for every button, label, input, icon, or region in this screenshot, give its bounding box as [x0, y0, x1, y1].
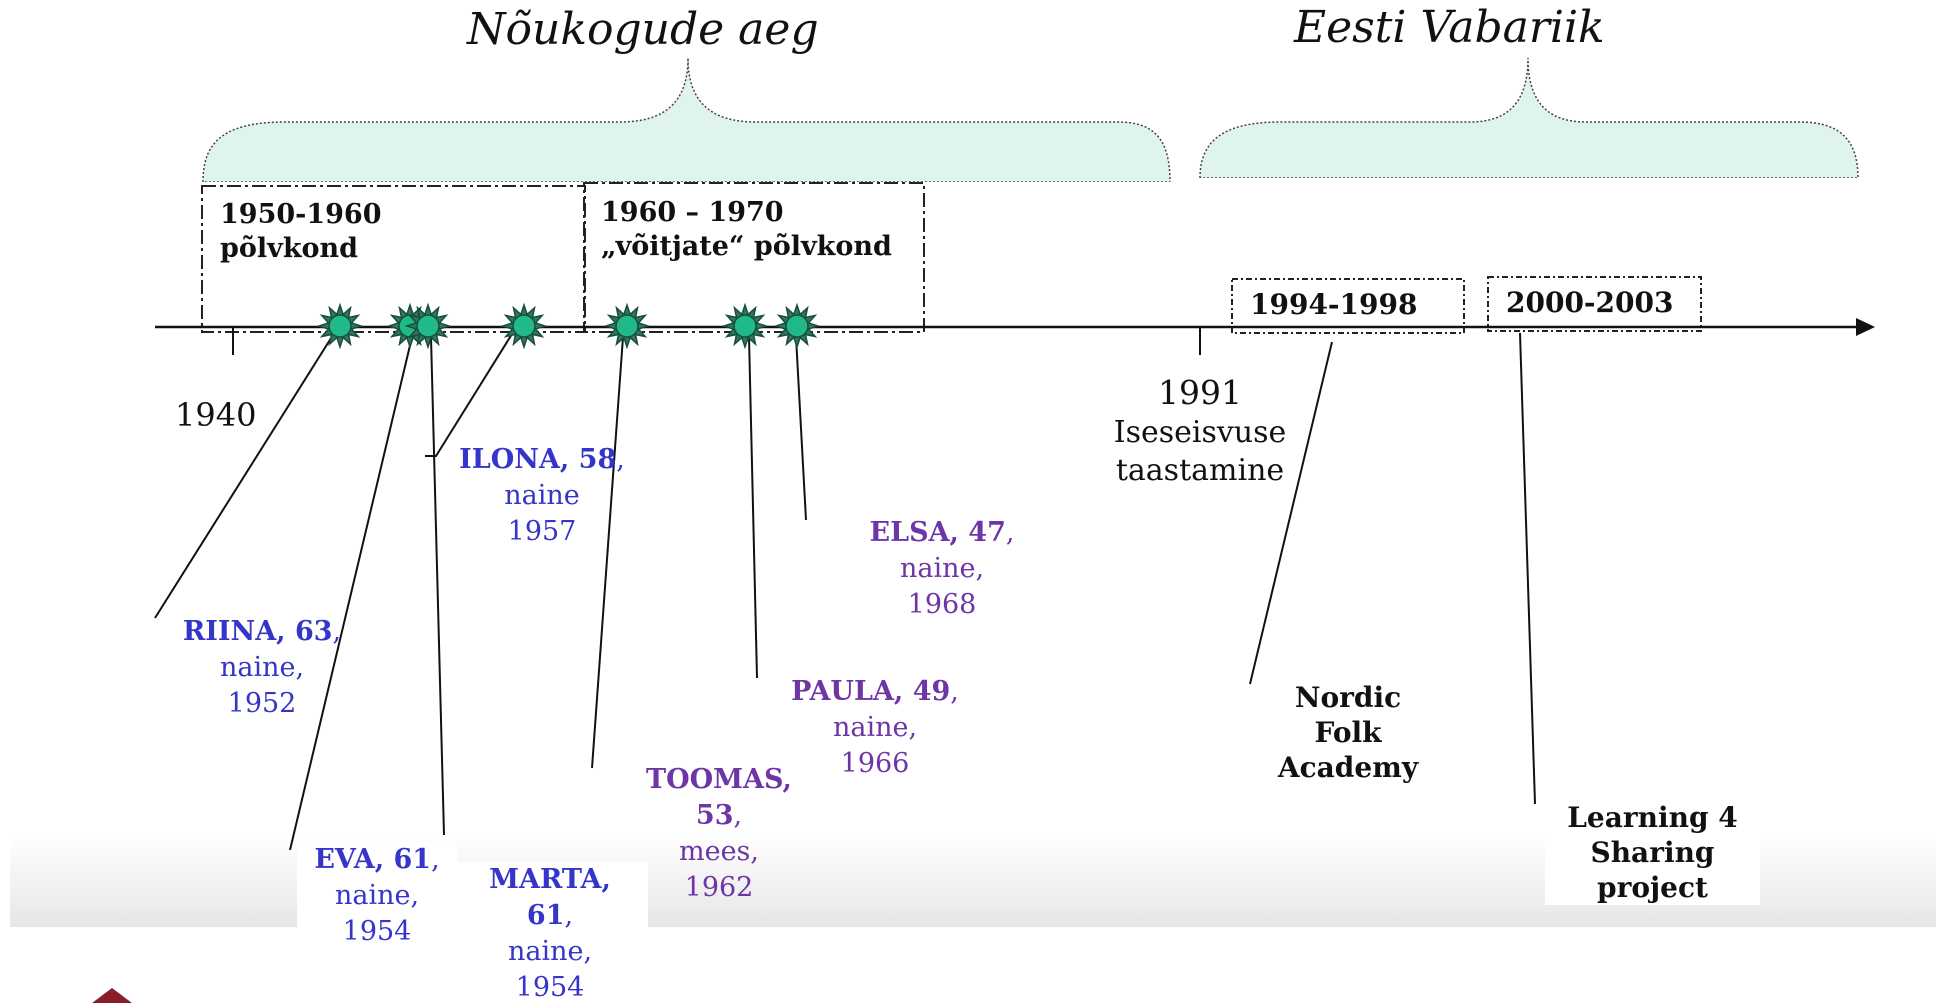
period-republic-title: Eesti Vabariik [1294, 2, 1605, 53]
year-1994-label: 1994-1998 [1250, 288, 1418, 321]
person-toomas: TOOMAS, 53, mees, 1962 [636, 762, 802, 906]
person-marta: MARTA, 61, naine, 1954 [452, 862, 648, 1006]
person-marta-gender: naine, [507, 936, 593, 967]
decade-1960-years: 1960 – 1970 [601, 197, 784, 228]
person-elsa-name: ELSA, 47 [869, 517, 1006, 548]
birth-markers [316, 302, 821, 350]
star-center-riina [328, 314, 352, 338]
restoration-year: 1991 [1158, 373, 1242, 412]
restoration-text-1: Iseseisvuse [1113, 415, 1287, 450]
person-riina-year: 1952 [227, 688, 297, 719]
person-riina-gender: naine, [219, 652, 305, 683]
year-1940-label: 1940 [175, 396, 257, 434]
star-center-ilona [512, 314, 536, 338]
project-l4s-line3: project [1597, 871, 1708, 904]
decade-1950-years: 1950-1960 [220, 199, 382, 230]
person-ilona-year: 1957 [507, 516, 577, 547]
person-toomas-year: 1962 [684, 872, 754, 903]
project-nordic-line3: Academy [1277, 751, 1419, 784]
connector-ilona [425, 333, 513, 457]
arrow-right-icon [1856, 318, 1875, 336]
star-center-marta [416, 314, 440, 338]
person-paula-year: 1966 [840, 748, 910, 779]
soviet-era-brace [202, 57, 1171, 183]
star-center-elsa [785, 314, 809, 338]
person-paula: PAULA, 49, naine, 1966 [780, 674, 970, 782]
person-elsa-gender: naine, [899, 553, 985, 584]
project-nordic-line1: Nordic [1294, 681, 1402, 714]
person-toomas-gender: mees, [679, 836, 759, 867]
project-l4s-line1: Learning 4 [1567, 801, 1738, 834]
year-box-1994 [1231, 278, 1465, 334]
brace-bottom-cover-2 [1195, 178, 1865, 184]
decade-1960-generation: „võitjate“ põlvkond [601, 231, 892, 262]
person-ilona-name: ILONA, 58 [459, 444, 617, 475]
connector-toomas [591, 336, 624, 769]
project-nordic-line2: Folk [1314, 716, 1382, 749]
person-paula-gender: naine, [832, 712, 918, 743]
person-eva-gender: naine, [334, 880, 420, 911]
logo-icon [92, 988, 132, 1003]
connector-l4s [1519, 332, 1536, 805]
star-center-toomas [615, 314, 639, 338]
connector-elsa [795, 336, 807, 521]
person-toomas-name: TOOMAS, [646, 764, 792, 795]
decade-1950-label: 1950-1960 põlvkond [220, 198, 382, 266]
year-box-2000 [1487, 276, 1702, 332]
person-marta-year: 1954 [515, 972, 585, 1003]
connector-marta [430, 336, 445, 836]
brace-bottom-cover [195, 182, 1185, 188]
connector-eva [289, 336, 413, 851]
person-elsa-year: 1968 [907, 589, 977, 620]
person-riina-name: RIINA, 63 [182, 616, 333, 647]
republic-era-brace [1199, 57, 1859, 179]
person-marta-name: MARTA, [489, 864, 611, 895]
restoration-text-2: taastamine [1115, 453, 1285, 488]
person-eva-name: EVA, 61 [314, 844, 432, 875]
project-l4s-line2: Sharing [1590, 836, 1715, 869]
star-center-paula [733, 314, 757, 338]
person-ilona-gender: naine [504, 480, 580, 511]
connector-riina [154, 334, 334, 619]
connector-paula [748, 336, 758, 679]
decade-1960-label: 1960 – 1970 „võitjate“ põlvkond [601, 196, 892, 264]
connector-nordic [1249, 341, 1333, 685]
decade-1950-generation: põlvkond [220, 233, 359, 264]
period-soviet-title: Nõukogude aeg [467, 4, 819, 55]
person-eva: EVA, 61, naine, 1954 [297, 842, 457, 950]
restoration-label: 1991 Iseseisvuse taastamine [1095, 374, 1305, 490]
person-elsa: ELSA, 47, naine, 1968 [862, 515, 1022, 623]
project-learning4sharing: Learning 4 Sharing project [1545, 800, 1760, 905]
project-nordic-folk-academy: Nordic Folk Academy [1268, 680, 1428, 785]
person-eva-year: 1954 [342, 916, 412, 947]
year-2000-label: 2000-2003 [1506, 286, 1674, 319]
person-ilona: ILONA, 58, naine 1957 [452, 442, 632, 550]
person-paula-name: PAULA, 49 [791, 676, 951, 707]
person-marta-age: 61 [526, 900, 565, 931]
person-riina: RIINA, 63, naine, 1952 [172, 614, 352, 722]
person-toomas-age: 53 [695, 800, 734, 831]
